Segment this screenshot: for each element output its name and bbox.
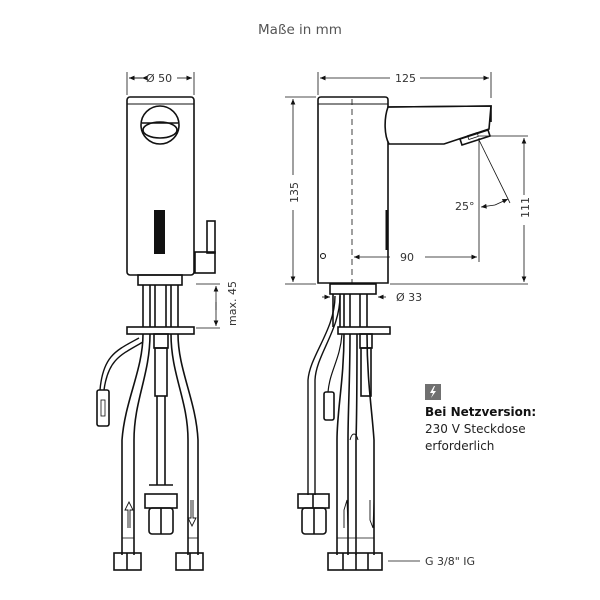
outlet-height-label: 111 (519, 197, 532, 218)
side-view: 125 135 111 90 (285, 72, 532, 571)
overall-length-label: 125 (395, 72, 416, 85)
power-note: Bei Netzversion: 230 V Steckdose erforde… (425, 384, 536, 455)
lightning-bolt-icon (425, 384, 441, 400)
spout-reach-label: 90 (400, 251, 414, 264)
page-title: Maße in mm (258, 22, 342, 38)
mount-diameter-label: Ø 33 (396, 291, 422, 304)
spray-angle-label: 25° (455, 200, 475, 213)
note-heading: Bei Netzversion: (425, 405, 537, 419)
note-line-1: 230 V Steckdose (425, 422, 526, 436)
connection-thread-label: G 3/8" IG (425, 555, 475, 568)
sensor-window-icon (140, 105, 180, 145)
note-line-2: erforderlich (425, 439, 495, 453)
overall-height-label: 135 (288, 182, 301, 203)
front-width-label: Ø 50 (146, 72, 172, 85)
front-view: Ø 50 max. 45 (96, 72, 239, 571)
mount-thickness-label: max. 45 (226, 281, 239, 326)
